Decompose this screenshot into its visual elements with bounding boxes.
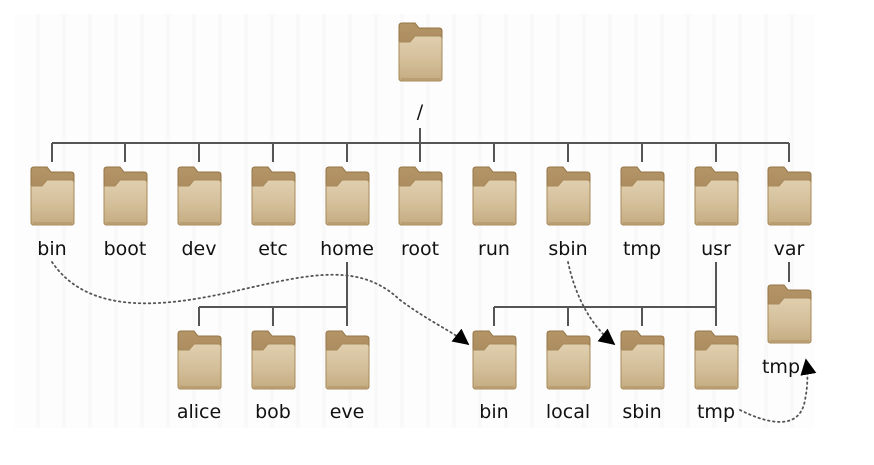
- node-label: bob: [255, 401, 291, 423]
- folder-icon: [251, 166, 296, 226]
- node-bob[interactable]: bob: [251, 330, 296, 423]
- node-label: eve: [330, 401, 365, 423]
- symlink-sbin-to-usr-sbin: [567, 261, 616, 346]
- node-var[interactable]: var: [767, 166, 812, 260]
- folder-icon: [620, 166, 665, 226]
- node-bin[interactable]: bin: [30, 166, 75, 260]
- node-label: alice: [177, 401, 221, 423]
- node-label: sbin: [548, 238, 587, 260]
- symlink-usr-tmp-to-var-tmp: [739, 358, 817, 423]
- node-run[interactable]: run: [472, 166, 517, 260]
- folder-icon: [325, 330, 370, 390]
- folder-icon: [694, 330, 739, 390]
- node-var-tmp[interactable]: tmp: [762, 284, 812, 378]
- node-usr[interactable]: usr: [694, 166, 739, 260]
- top-level-drops: [51, 143, 790, 162]
- node-label: tmp: [697, 401, 735, 423]
- node-alice[interactable]: alice: [177, 330, 222, 423]
- node-home[interactable]: home: [320, 166, 374, 260]
- folder-icon: [325, 166, 370, 226]
- folder-icon: [767, 166, 812, 226]
- node-label: etc: [258, 238, 288, 260]
- folder-icon: [546, 166, 591, 226]
- node-boot[interactable]: boot: [103, 166, 148, 260]
- node-eve[interactable]: eve: [325, 330, 370, 423]
- home-children: alice bob eve: [177, 330, 370, 423]
- folder-icon: [546, 330, 591, 390]
- node-root[interactable]: root: [398, 166, 443, 260]
- folder-icon: [620, 330, 665, 390]
- node-sbin[interactable]: sbin: [546, 166, 591, 260]
- folder-icon: [767, 284, 812, 344]
- node-dev[interactable]: dev: [177, 166, 222, 260]
- folder-icon: [103, 166, 148, 226]
- node-etc[interactable]: etc: [251, 166, 296, 260]
- node-label: var: [774, 238, 805, 260]
- top-level-nodes: bin boot dev etc home root run sbin tmp usr var: [30, 166, 812, 260]
- symlink-bin-to-usr-bin: [51, 261, 470, 345]
- folder-icon: [694, 166, 739, 226]
- folder-icon: [398, 166, 443, 226]
- root-label: /: [417, 101, 424, 123]
- node-label: home: [320, 238, 374, 260]
- node-label: run: [478, 238, 510, 260]
- node-tmp[interactable]: tmp: [620, 166, 665, 260]
- node-usr-sbin[interactable]: sbin: [620, 330, 665, 423]
- folder-icon: [30, 166, 75, 226]
- folder-icon: [177, 166, 222, 226]
- node-label: bin: [479, 401, 508, 423]
- node-label: usr: [701, 238, 731, 260]
- node-label: tmp: [623, 238, 661, 260]
- node-label: root: [401, 238, 439, 260]
- root-node[interactable]: /: [398, 22, 443, 123]
- node-label: bin: [37, 238, 66, 260]
- folder-icon: [251, 330, 296, 390]
- node-label: dev: [182, 238, 217, 260]
- tree-edges: [51, 128, 790, 326]
- node-usr-local[interactable]: local: [546, 330, 591, 423]
- node-label: sbin: [622, 401, 661, 423]
- usr-children: bin local sbin tmp: [472, 330, 739, 423]
- folder-icon: [472, 166, 517, 226]
- folder-icon: [398, 22, 443, 82]
- node-label: tmp: [762, 356, 800, 378]
- symlink-arrows: [51, 261, 817, 423]
- node-usr-bin[interactable]: bin: [472, 330, 517, 423]
- node-label: local: [546, 401, 590, 423]
- folder-icon: [177, 330, 222, 390]
- node-label: boot: [104, 238, 147, 260]
- folder-icon: [472, 330, 517, 390]
- node-usr-tmp[interactable]: tmp: [694, 330, 739, 423]
